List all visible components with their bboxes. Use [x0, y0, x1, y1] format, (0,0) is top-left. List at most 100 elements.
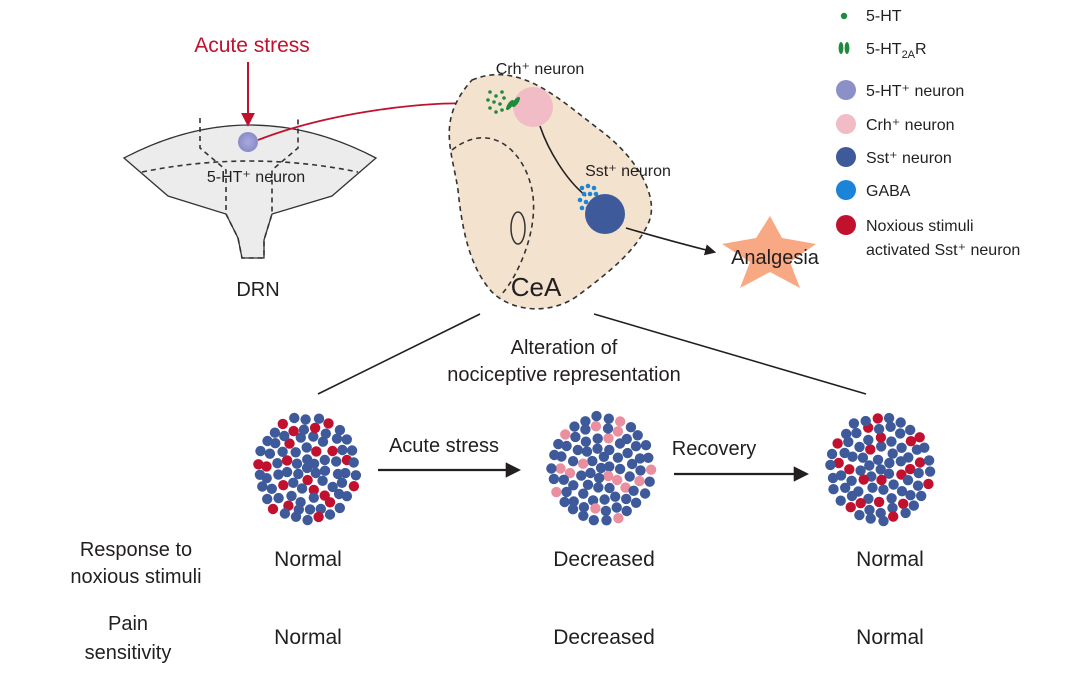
sst-neuron-dot — [313, 413, 325, 424]
serotonin-release — [486, 90, 506, 114]
sst-neuron — [585, 194, 625, 234]
sst-neuron-dot — [588, 515, 599, 526]
sst-neuron-dot — [296, 483, 308, 494]
neuron-cluster-normal — [253, 412, 362, 526]
inactive-neuron-dot — [560, 429, 571, 440]
sst-neuron-dot — [300, 414, 311, 425]
sst-neuron-dot — [601, 515, 612, 526]
sst-neuron-dot — [310, 467, 321, 479]
sst-neuron-dot — [875, 507, 886, 519]
analgesia-label: Analgesia — [731, 247, 820, 269]
state-2-response: Decreased — [553, 548, 655, 571]
sst-neuron-dot — [826, 448, 838, 460]
activated-neuron-dot — [872, 413, 883, 424]
sst-neuron-dot — [913, 467, 924, 479]
sst-neuron-dot — [878, 484, 889, 495]
sst-neuron-dot — [857, 452, 869, 463]
row-label-pain-2: sensitivity — [85, 642, 172, 664]
activated-neuron-dot — [844, 464, 855, 475]
sst-neuron-dot — [578, 502, 590, 513]
sst-neuron-dot — [289, 412, 300, 424]
sst-neuron-dot — [593, 472, 605, 484]
activated-neuron-dot — [261, 461, 272, 472]
serotonin-dot — [488, 90, 492, 94]
sst-neuron-dot — [334, 424, 346, 436]
activated-neuron-dot — [308, 484, 319, 496]
legend-label-crh-neuron: Crh⁺ neuron — [866, 117, 955, 134]
gaba-dot — [581, 191, 587, 197]
sst-neuron-dot — [622, 447, 633, 459]
activated-neuron-dot — [914, 457, 926, 468]
sst-neuron-dot — [304, 504, 316, 515]
sst-neuron-dot — [626, 458, 638, 470]
sst-neuron-dot — [331, 433, 343, 444]
inactive-neuron-dot — [645, 464, 657, 475]
sst-neuron-dot — [863, 493, 874, 504]
sst-neuron-dot — [599, 494, 610, 505]
legend-label-receptor: 5-HT2AR — [866, 41, 927, 61]
sst-neuron-dot — [835, 495, 846, 506]
sst-neuron-dot — [848, 418, 860, 429]
sst-neuron-dot — [559, 496, 570, 508]
sst-neuron-dot — [348, 457, 359, 468]
sst-neuron-dot — [266, 483, 277, 494]
sst-neuron-dot — [640, 440, 652, 451]
sst-neuron-dot — [846, 475, 857, 486]
serotonin-dot — [494, 94, 498, 98]
inactive-neuron-dot — [620, 482, 631, 493]
sst-neuron-dot — [295, 432, 306, 443]
sst-neuron-dot — [308, 431, 319, 442]
sst-neuron-dot — [630, 441, 642, 452]
sst-neuron-dot — [580, 436, 592, 447]
sst-neuron-dot — [632, 430, 643, 441]
sst-neuron-dot — [257, 481, 268, 492]
sst-neuron-dot — [883, 412, 895, 424]
sst-neuron-dot — [839, 447, 850, 459]
sst-neuron-dot — [350, 470, 362, 481]
sst-neuron-dot — [841, 428, 852, 440]
inactive-neuron-dot — [555, 463, 566, 474]
activated-neuron-dot — [348, 481, 360, 492]
sst-neuron-dot — [580, 424, 591, 435]
activated-neuron-dot — [833, 457, 844, 469]
sst-neuron-dot — [587, 495, 599, 506]
crh-neuron-label: Crh⁺ neuron — [496, 61, 585, 78]
sst-neuron-dot — [854, 441, 865, 453]
sst-neuron-dot — [630, 497, 642, 508]
alteration-line-1: Alteration of — [511, 337, 618, 359]
sst-neuron-dot — [333, 488, 345, 500]
sst-neuron-dot — [549, 449, 560, 461]
cea-small-nucleus — [510, 211, 526, 245]
sst-neuron-dot — [621, 505, 632, 517]
sst-neuron-dot — [827, 472, 839, 484]
gaba-dot — [579, 185, 585, 191]
analgesia-star — [722, 216, 816, 288]
sst-neuron-dot — [327, 481, 338, 493]
receptor-icon — [838, 42, 850, 54]
activated-neuron-dot — [905, 436, 917, 447]
serotonin-dot — [494, 110, 498, 114]
sst-neuron-dot — [334, 502, 345, 514]
receptor-icon-left — [838, 42, 844, 54]
inactive-neuron-dot — [615, 416, 626, 427]
sst-neuron-dot — [324, 509, 336, 520]
cea-region: CeA — [448, 73, 653, 310]
legend-label-noxious-2: activated Sst⁺ neuron — [866, 242, 1020, 259]
sst-to-analgesia-arrow — [625, 227, 717, 256]
sst-neuron-dot — [273, 492, 284, 504]
sst-neuron-dot — [888, 479, 899, 490]
sst-neuron-dot — [558, 474, 569, 485]
sst-neuron-dot — [585, 467, 596, 479]
sst-neuron-dot — [895, 428, 906, 439]
sst-neuron-dot — [644, 476, 655, 487]
sst-neuron-dot — [924, 466, 936, 477]
sst-neuron-dot — [277, 446, 288, 457]
funnel-line-left — [317, 313, 481, 395]
crh-neuron — [513, 87, 553, 127]
acute-stress-label: Acute stress — [194, 34, 310, 57]
sst-neuron-dot — [851, 427, 862, 439]
legend-label-5ht-text: 5-HT — [866, 8, 902, 25]
sst-neuron-dot — [602, 423, 614, 434]
row-label-response-2: noxious stimuli — [70, 566, 201, 588]
inactive-neuron-dot — [613, 513, 624, 524]
